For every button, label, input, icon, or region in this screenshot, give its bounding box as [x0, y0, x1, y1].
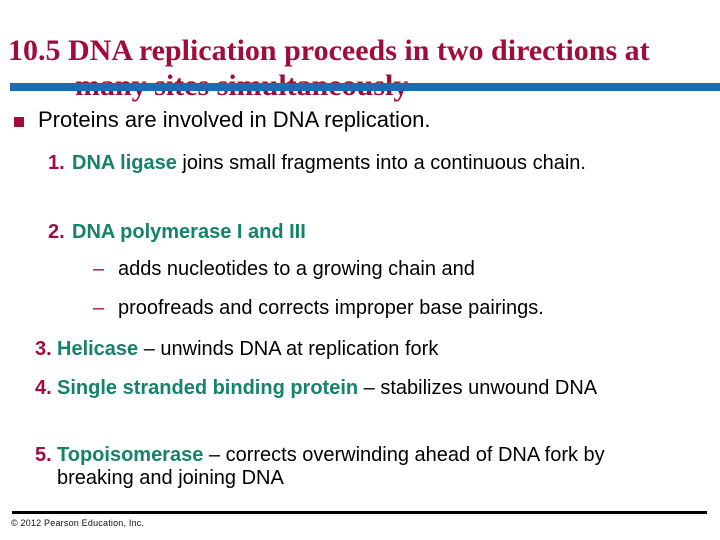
- item-keyword: DNA polymerase I and III: [72, 221, 306, 243]
- item-text: Helicase – unwinds DNA at replication fo…: [57, 338, 657, 361]
- item-number: 1.: [48, 152, 65, 174]
- item-keyword: Single stranded binding protein: [57, 377, 359, 399]
- title-divider-bar: [10, 83, 720, 91]
- list-item-3: 3. Helicase – unwinds DNA at replication…: [35, 338, 657, 361]
- list-item-1: 1. DNA ligase joins small fragments into…: [48, 152, 632, 175]
- copyright-text: © 2012 Pearson Education, Inc.: [11, 518, 145, 528]
- sub-item-text: proofreads and corrects improper base pa…: [118, 297, 544, 319]
- sub-item-text: adds nucleotides to a growing chain and: [118, 258, 475, 280]
- item-text: Topoisomerase – corrects overwinding ahe…: [57, 444, 647, 490]
- lead-bullet-text: Proteins are involved in DNA replication…: [38, 107, 431, 132]
- item-number: 3.: [35, 338, 52, 360]
- item-rest: joins small fragments into a continuous …: [176, 152, 586, 174]
- item-keyword: Helicase: [57, 338, 139, 360]
- item-rest: – corrects overwinding ahead of DNA fork…: [57, 444, 605, 489]
- item-text: Single stranded binding protein – stabil…: [57, 377, 677, 400]
- list-item-2: 2. DNA polymerase I and III: [48, 221, 632, 244]
- item-keyword: DNA ligase: [72, 152, 177, 174]
- item-text: DNA ligase joins small fragments into a …: [72, 152, 632, 175]
- dash-bullet-icon: –: [93, 297, 105, 319]
- list-item-4: 4. Single stranded binding protein – sta…: [35, 377, 677, 400]
- item-number: 4.: [35, 377, 52, 399]
- lead-bullet-row: Proteins are involved in DNA replication…: [14, 107, 431, 133]
- item-number: 5.: [35, 444, 52, 466]
- page-title: 10.5 DNA replication proceeds in two dir…: [8, 34, 650, 102]
- dash-bullet-icon: –: [93, 258, 105, 280]
- sub-item-1: – adds nucleotides to a growing chain an…: [93, 258, 475, 281]
- item-keyword: Topoisomerase: [57, 444, 204, 466]
- item-text: DNA polymerase I and III: [72, 221, 632, 244]
- list-item-5: 5. Topoisomerase – corrects overwinding …: [35, 444, 647, 490]
- sub-item-2: – proofreads and corrects improper base …: [93, 297, 544, 320]
- item-rest: – stabilizes unwound DNA: [358, 377, 598, 399]
- item-rest: – unwinds DNA at replication fork: [138, 338, 439, 360]
- square-bullet-icon: [14, 117, 24, 127]
- item-number: 2.: [48, 221, 65, 243]
- footer-divider: [12, 511, 707, 514]
